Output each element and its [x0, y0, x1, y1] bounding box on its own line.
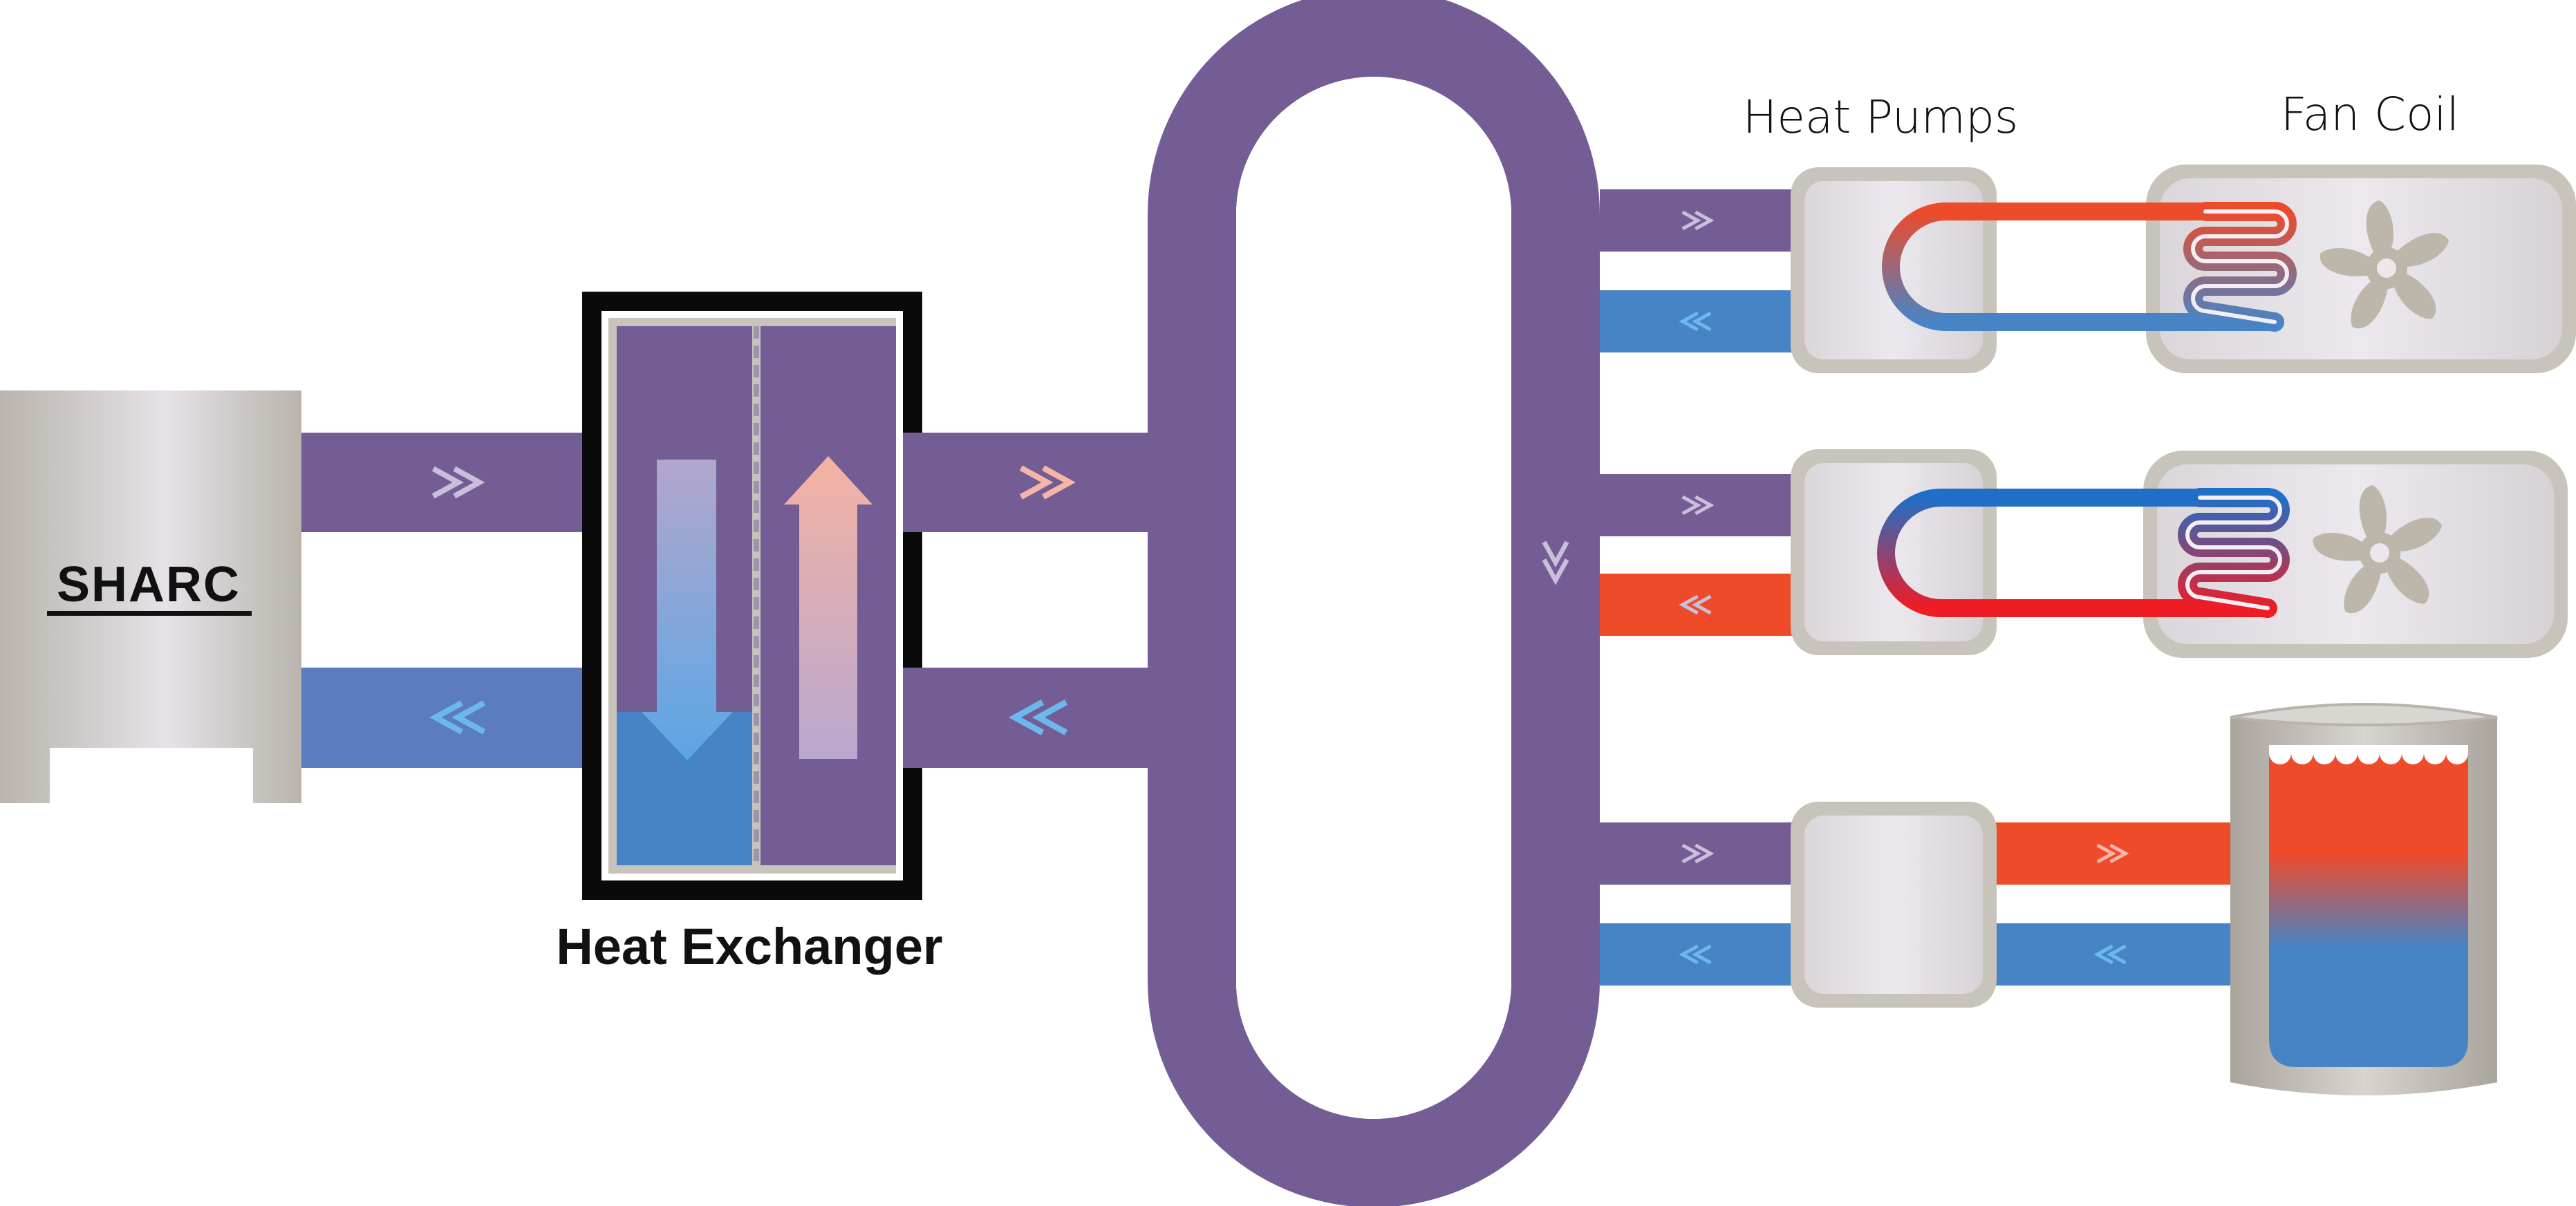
- pipe-hp1-return: [1600, 290, 1821, 352]
- flow-chevron-arrow-icon: [1681, 843, 1715, 864]
- flow-chevrons: [429, 210, 2129, 965]
- fan-1-fan-icon: [2320, 200, 2449, 329]
- fan-2-fan-icon: [2313, 485, 2443, 614]
- flow-chevron-arrow-icon: [1019, 465, 1076, 500]
- heat-exchanger: [582, 292, 1236, 900]
- flow-chevron-arrow-icon: [1679, 944, 1712, 965]
- hx-warming-arrow-icon: [784, 456, 872, 759]
- flow-chevron-arrow-icon: [429, 700, 486, 735]
- flow-chevron-arrow-icon: [1679, 311, 1712, 332]
- sharc-logo: SHARC: [57, 557, 241, 612]
- flow-chevron-arrow-icon: [2096, 843, 2129, 864]
- refrigerant-loop-2: [1877, 488, 2290, 618]
- pipe-tank-hot: [1984, 822, 2233, 885]
- heat-exchanger-label: Heat Exchanger: [556, 918, 942, 975]
- flow-chevron-arrow-icon: [2093, 944, 2127, 965]
- hx-cooling-arrow-icon: [642, 460, 733, 760]
- fan-coil-label: Fan Coil: [2281, 88, 2459, 141]
- coil-2-serpentine-coil-icon: [2178, 488, 2290, 618]
- flow-chevron-arrow-icon: [431, 466, 485, 499]
- coil-1-serpentine-coil-icon: [2183, 202, 2297, 332]
- heat-pump-3: [1791, 802, 1997, 1008]
- pipe-hp2-return: [1600, 574, 1821, 636]
- flow-chevron-arrow-icon: [1681, 495, 1715, 516]
- tank-water-tank-icon: [2269, 753, 2468, 1067]
- pipe-hp3-return: [1600, 923, 1821, 986]
- flow-chevron-arrow-icon: [1681, 210, 1715, 231]
- heat-pumps-label: Heat Pumps: [1743, 91, 2019, 144]
- flow-chevron-arrow-icon: [1008, 699, 1068, 735]
- flow-chevron-arrow-icon: [1542, 540, 1569, 585]
- sharc-logo-underline: [47, 611, 252, 616]
- water-tank: [2230, 703, 2498, 1095]
- sharc-unit: SHARC: [0, 390, 301, 803]
- flow-chevron-arrow-icon: [1679, 594, 1712, 615]
- refrigerant-loop-1: [1882, 202, 2297, 332]
